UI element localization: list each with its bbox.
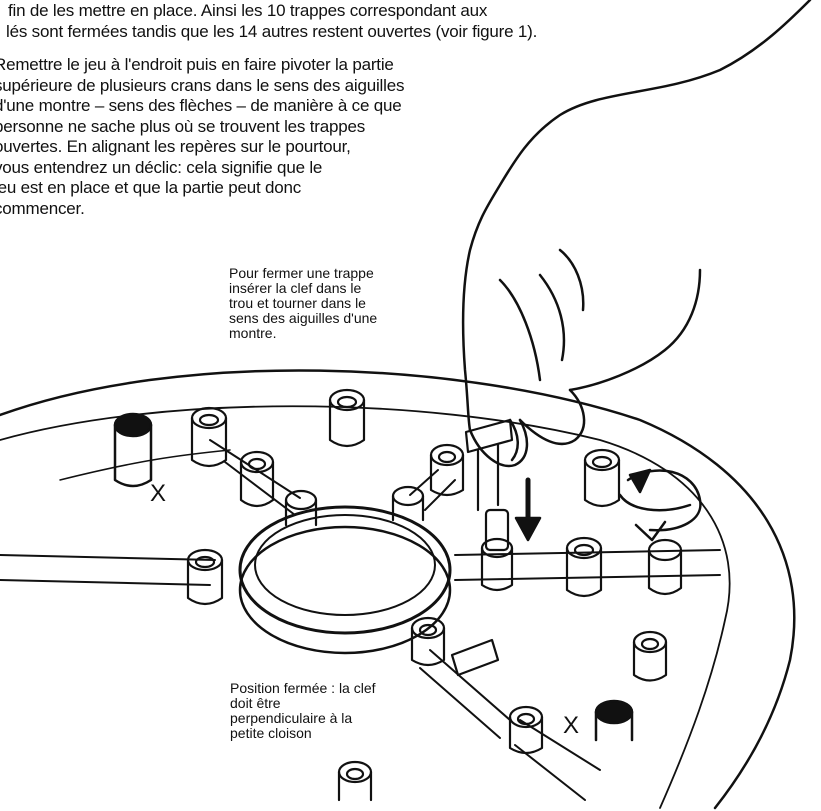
caption-line: petite cloison — [230, 726, 376, 741]
dark-peg-right — [596, 701, 632, 740]
caption-line: insérer la clef dans le — [229, 281, 377, 296]
caption-close-trap: Pour fermer une trappe insérer la clef d… — [229, 266, 377, 341]
caption-closed-position: Position fermée : la clef doit être perp… — [230, 681, 376, 741]
caption-line: Pour fermer une trappe — [229, 266, 377, 281]
grid-arm — [420, 650, 510, 738]
caption-line: sens des aiguilles d'une — [229, 311, 377, 326]
instructions-line: ouvertes. En alignant les repères sur le… — [0, 137, 404, 158]
central-ring — [240, 507, 450, 653]
peg — [188, 550, 222, 604]
grid-arm — [515, 720, 600, 800]
peg — [330, 390, 364, 446]
peg — [192, 408, 226, 466]
instructions-line: vous entendrez un déclic: cela signifie … — [0, 158, 404, 179]
peg — [634, 632, 666, 681]
x-marker-left: X — [150, 480, 166, 508]
grid-arm — [0, 550, 720, 585]
caption-line: Position fermée : la clef — [230, 681, 376, 696]
caption-line: montre. — [229, 326, 377, 341]
intro-text: fin de les mettre en place. Ainsi les 10… — [8, 1, 537, 42]
down-arrow-icon — [516, 480, 540, 540]
peg — [339, 762, 371, 800]
instructions-paragraph: Remettre le jeu à l'endroit puis en fair… — [0, 55, 404, 219]
instructions-line: Remettre le jeu à l'endroit puis en fair… — [0, 55, 404, 76]
caption-line: trou et tourner dans le — [229, 296, 377, 311]
intro-line: fin de les mettre en place. Ainsi les 10… — [8, 1, 537, 22]
instructions-line: supérieure de plusieurs crans dans le se… — [0, 76, 404, 97]
hand-drawing — [463, 0, 810, 466]
caption-line: perpendiculaire à la — [230, 711, 376, 726]
intro-line: lés sont fermées tandis que les 14 autre… — [6, 22, 537, 43]
x-marker-right: X — [563, 712, 579, 740]
board-outer-edge — [0, 370, 794, 808]
caption-line: doit être — [230, 696, 376, 711]
instructions-line: commencer. — [0, 199, 404, 220]
peg — [286, 491, 316, 525]
instructions-line: jeu est en place et que la partie peut d… — [0, 178, 404, 199]
peg — [649, 540, 681, 594]
rotation-arrow-icon — [620, 470, 700, 540]
peg — [585, 450, 619, 506]
instructions-line: personne ne sache plus où se trouvent le… — [0, 117, 404, 138]
key-in-hand — [466, 420, 512, 550]
key-closed-position — [452, 640, 498, 675]
dark-peg-left — [115, 414, 151, 486]
board-inner-ring — [0, 406, 730, 808]
instructions-line: d'une montre – sens des flèches – de man… — [0, 96, 404, 117]
peg — [567, 538, 601, 596]
